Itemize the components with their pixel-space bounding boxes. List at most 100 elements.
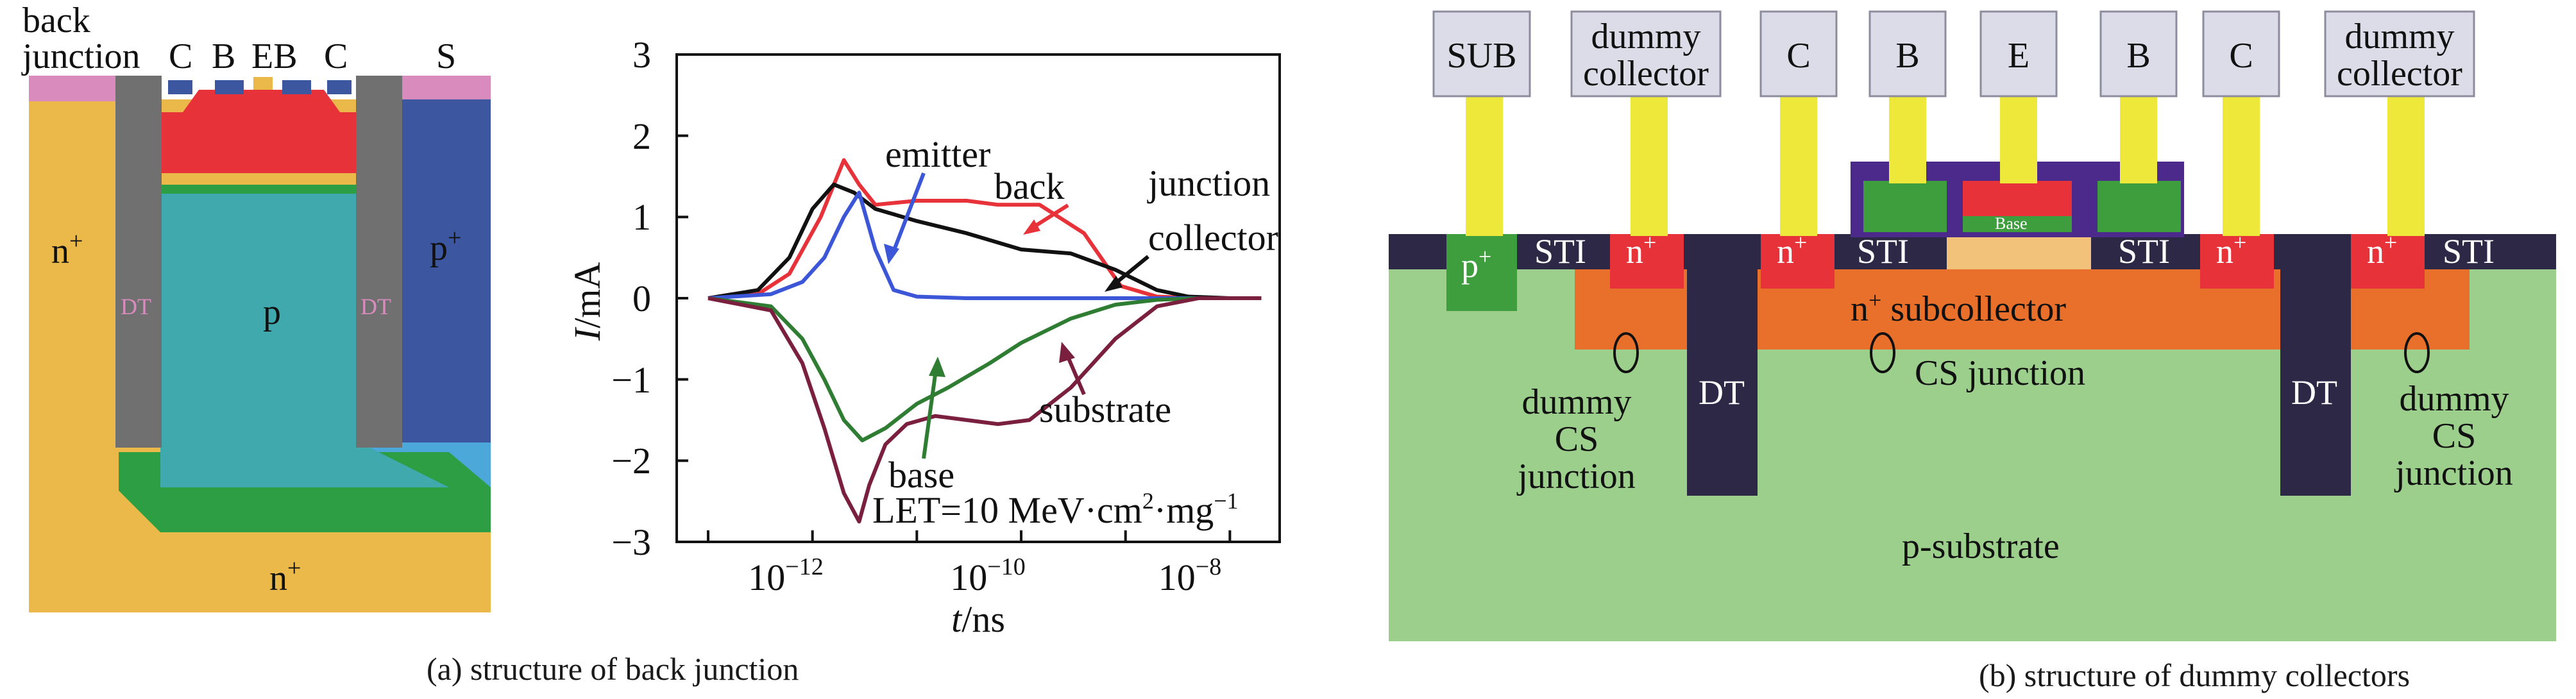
series-base-line	[708, 296, 1262, 442]
contact-b-left	[215, 80, 244, 94]
y-axis-label: I/mA	[566, 262, 608, 342]
label-n-plus-b-1: n+	[1626, 230, 1656, 271]
green-base-right	[2097, 181, 2181, 232]
pillar-dummy-right	[2387, 82, 2425, 236]
label-n-plus-b-4: n+	[2367, 230, 2397, 271]
contact-c-left	[168, 80, 192, 94]
contact-label-b-right: B	[2126, 36, 2150, 76]
contact-pillars	[1466, 82, 2425, 236]
deep-trench-left	[115, 76, 162, 448]
label-dummy-right-3: junction	[2394, 453, 2513, 493]
green-strip	[162, 185, 356, 194]
arrow-base	[922, 365, 938, 459]
deep-trench-b-left	[1687, 234, 1758, 496]
contact-label-e: E	[2008, 36, 2029, 76]
p-plus-sub-contact	[1446, 234, 1517, 311]
contact-label-b-left: B	[1895, 36, 1919, 76]
arrow-substrate-head	[1059, 342, 1075, 363]
label-junction: junction	[21, 37, 140, 76]
annotation-junction: junction	[1147, 162, 1270, 204]
label-n-plus-b-2: n+	[1777, 230, 1807, 271]
contact-label-dummy-right-2: collector	[2337, 54, 2462, 94]
yellow-strip	[162, 173, 356, 185]
label-s: S	[436, 37, 456, 76]
junction-marker-left	[1613, 332, 1639, 373]
panel-a-structure: back junction C B EB C S n+ p p+ DT DT n…	[21, 1, 491, 612]
label-sti-3: STI	[2118, 232, 2170, 271]
p-plus-region	[398, 99, 491, 459]
label-dummy-left-2: CS	[1555, 419, 1599, 459]
label-sti-1: STI	[1534, 232, 1586, 271]
label-c-left: C	[169, 37, 192, 76]
contact-boxes	[1432, 10, 2475, 97]
deep-trench-right	[356, 76, 402, 448]
chart-lines	[708, 158, 1262, 524]
annotation-base: base	[888, 454, 954, 496]
label-b: B	[212, 37, 235, 76]
contact-box-sub	[1432, 10, 1531, 97]
pillar-b-left	[1889, 82, 1926, 183]
series-substrate-line	[708, 296, 1262, 524]
contact-c-right	[327, 80, 352, 94]
arrow-base-head	[929, 357, 945, 377]
contact-box-c-left	[1759, 10, 1838, 97]
series-emitter-line	[708, 190, 1230, 300]
y-tick-3: 3	[632, 34, 651, 76]
x-tick-1e-8: 10−8	[1158, 553, 1221, 598]
label-dummy-right-2: CS	[2432, 416, 2477, 456]
label-p-center: p	[263, 292, 281, 332]
pink-surface-left	[29, 76, 115, 101]
p-region	[160, 192, 449, 487]
annotation-emitter: emitter	[885, 133, 990, 175]
contact-box-b-right	[2099, 10, 2178, 97]
green-base-left	[1863, 181, 1947, 232]
contact-box-dummy-left	[1570, 10, 1722, 97]
label-n-plus-b-3: n+	[2216, 230, 2246, 271]
transient-current-chart: 3 2 1 0 −1 −2 −3 10−12 10−10 10−8 I/mA t…	[566, 34, 1281, 640]
red-layer	[162, 112, 356, 173]
x-tick-1e-10: 10−10	[950, 553, 1025, 598]
contact-label-dummy-left-2: collector	[1583, 54, 1709, 94]
annotation-substrate: substrate	[1039, 389, 1171, 430]
series-back-junction-line	[708, 158, 1262, 300]
annotation-collector: collector	[1148, 217, 1278, 258]
top-red-bump	[183, 90, 340, 112]
y-tick-m3: −3	[611, 521, 651, 563]
caption-b: (b) structure of dummy collectors	[1979, 657, 2410, 693]
annotation-back: back	[994, 165, 1065, 207]
contact-label-dummy-right-1: dummy	[2344, 17, 2454, 56]
label-dummy-left-1: dummy	[1521, 382, 1631, 422]
label-n-plus-bottom: n+	[269, 555, 301, 598]
n-plus-c-right	[2200, 234, 2274, 289]
contact-label-sub: SUB	[1447, 36, 1517, 76]
contact-box-dummy-right	[2324, 10, 2475, 97]
contact-label-c-right: C	[2229, 36, 2253, 76]
junction-marker-center	[1870, 332, 1895, 373]
y-tick-0: 0	[632, 278, 651, 319]
label-dummy-right-1: dummy	[2399, 379, 2509, 419]
n-plus-c-left	[1761, 234, 1835, 289]
y-tick-m2: −2	[611, 440, 651, 482]
annotation-let: LET=10 MeV·cm2·mg−1	[872, 488, 1239, 531]
label-back: back	[22, 1, 90, 40]
contact-box-c-right	[2202, 10, 2280, 97]
label-dummy-left-3: junction	[1516, 457, 1636, 496]
pink-surface-right	[398, 76, 491, 101]
contact-e	[253, 77, 273, 90]
pillar-c-right	[2223, 82, 2260, 236]
emitter-red	[1963, 181, 2072, 216]
label-sti-4: STI	[2443, 232, 2495, 271]
label-eb: EB	[251, 37, 298, 76]
label-dt-b-left: DT	[1699, 373, 1745, 412]
caption-a: (a) structure of back junction	[427, 651, 799, 687]
label-p-plus-right: p+	[430, 224, 461, 268]
arrow-collector-head	[1105, 276, 1123, 292]
pillar-c-left	[1780, 82, 1817, 236]
contact-box-e	[1979, 10, 2058, 97]
label-cs-junction: CS junction	[1915, 353, 2085, 393]
n-plus-dummy-right	[2351, 234, 2425, 289]
arrow-emitter	[890, 172, 926, 258]
pillar-sub	[1466, 82, 1503, 236]
arrow-emitter-head	[884, 244, 899, 264]
annotation-arrows	[884, 172, 1149, 459]
